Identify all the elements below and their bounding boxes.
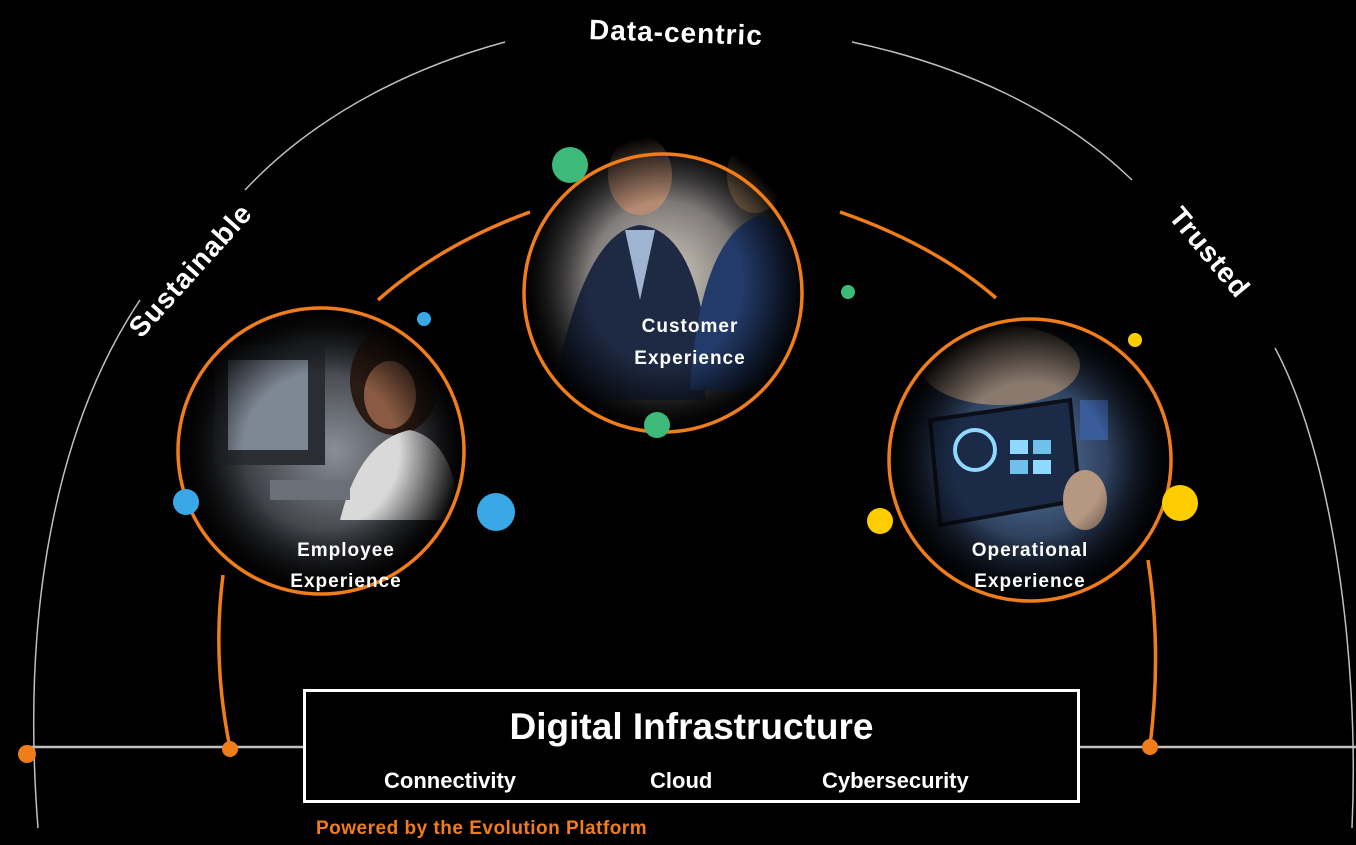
- baseline-node-right: [1142, 739, 1158, 755]
- operational-experience-photo: [890, 320, 1170, 600]
- baseline-node-left: [222, 741, 238, 757]
- employee-dot-small: [417, 312, 431, 326]
- baseline-nodes: [18, 739, 1158, 763]
- operational-dots: [867, 333, 1198, 534]
- employee-dot-left: [173, 489, 199, 515]
- arc-label-sustainable: Sustainable: [123, 197, 259, 343]
- arc-label-trusted: Trusted: [1163, 201, 1256, 304]
- operational-label-line1: Operational: [972, 540, 1089, 561]
- digital-infrastructure-box: Digital Infrastructure Connectivity Clou…: [303, 689, 1080, 803]
- operational-experience-ring: [887, 317, 1173, 603]
- infra-item-cybersecurity: Cybersecurity: [822, 768, 969, 793]
- infra-item-connectivity: Connectivity: [384, 768, 517, 793]
- customer-dots: [552, 147, 855, 438]
- customer-dot-small: [841, 285, 855, 299]
- employee-label-line1: Employee: [297, 540, 395, 561]
- arc-label-data-centric: Data-centric: [589, 14, 764, 51]
- operational-dot-left: [867, 508, 893, 534]
- operational-label-line2: Experience: [974, 571, 1085, 592]
- employee-label-line2: Experience: [290, 571, 401, 592]
- digital-infrastructure-title: Digital Infrastructure: [509, 706, 874, 747]
- orange-connectors: [217, 210, 1158, 749]
- employee-experience-photo: [179, 309, 463, 593]
- employee-dots: [173, 312, 515, 531]
- powered-by-text: Powered by the Evolution Platform: [316, 818, 648, 839]
- operational-dot-right: [1162, 485, 1198, 521]
- operational-dot-small: [1128, 333, 1142, 347]
- employee-dot-right: [477, 493, 515, 531]
- customer-dot-bottom: [644, 412, 670, 438]
- infra-item-cloud: Cloud: [650, 768, 713, 793]
- baseline-node-far-left: [18, 745, 36, 763]
- employee-experience-ring: [176, 306, 466, 596]
- customer-label-line2: Experience: [634, 348, 745, 369]
- outer-arc: [33, 41, 1354, 829]
- customer-label-line1: Customer: [642, 316, 739, 337]
- customer-dot-large: [552, 147, 588, 183]
